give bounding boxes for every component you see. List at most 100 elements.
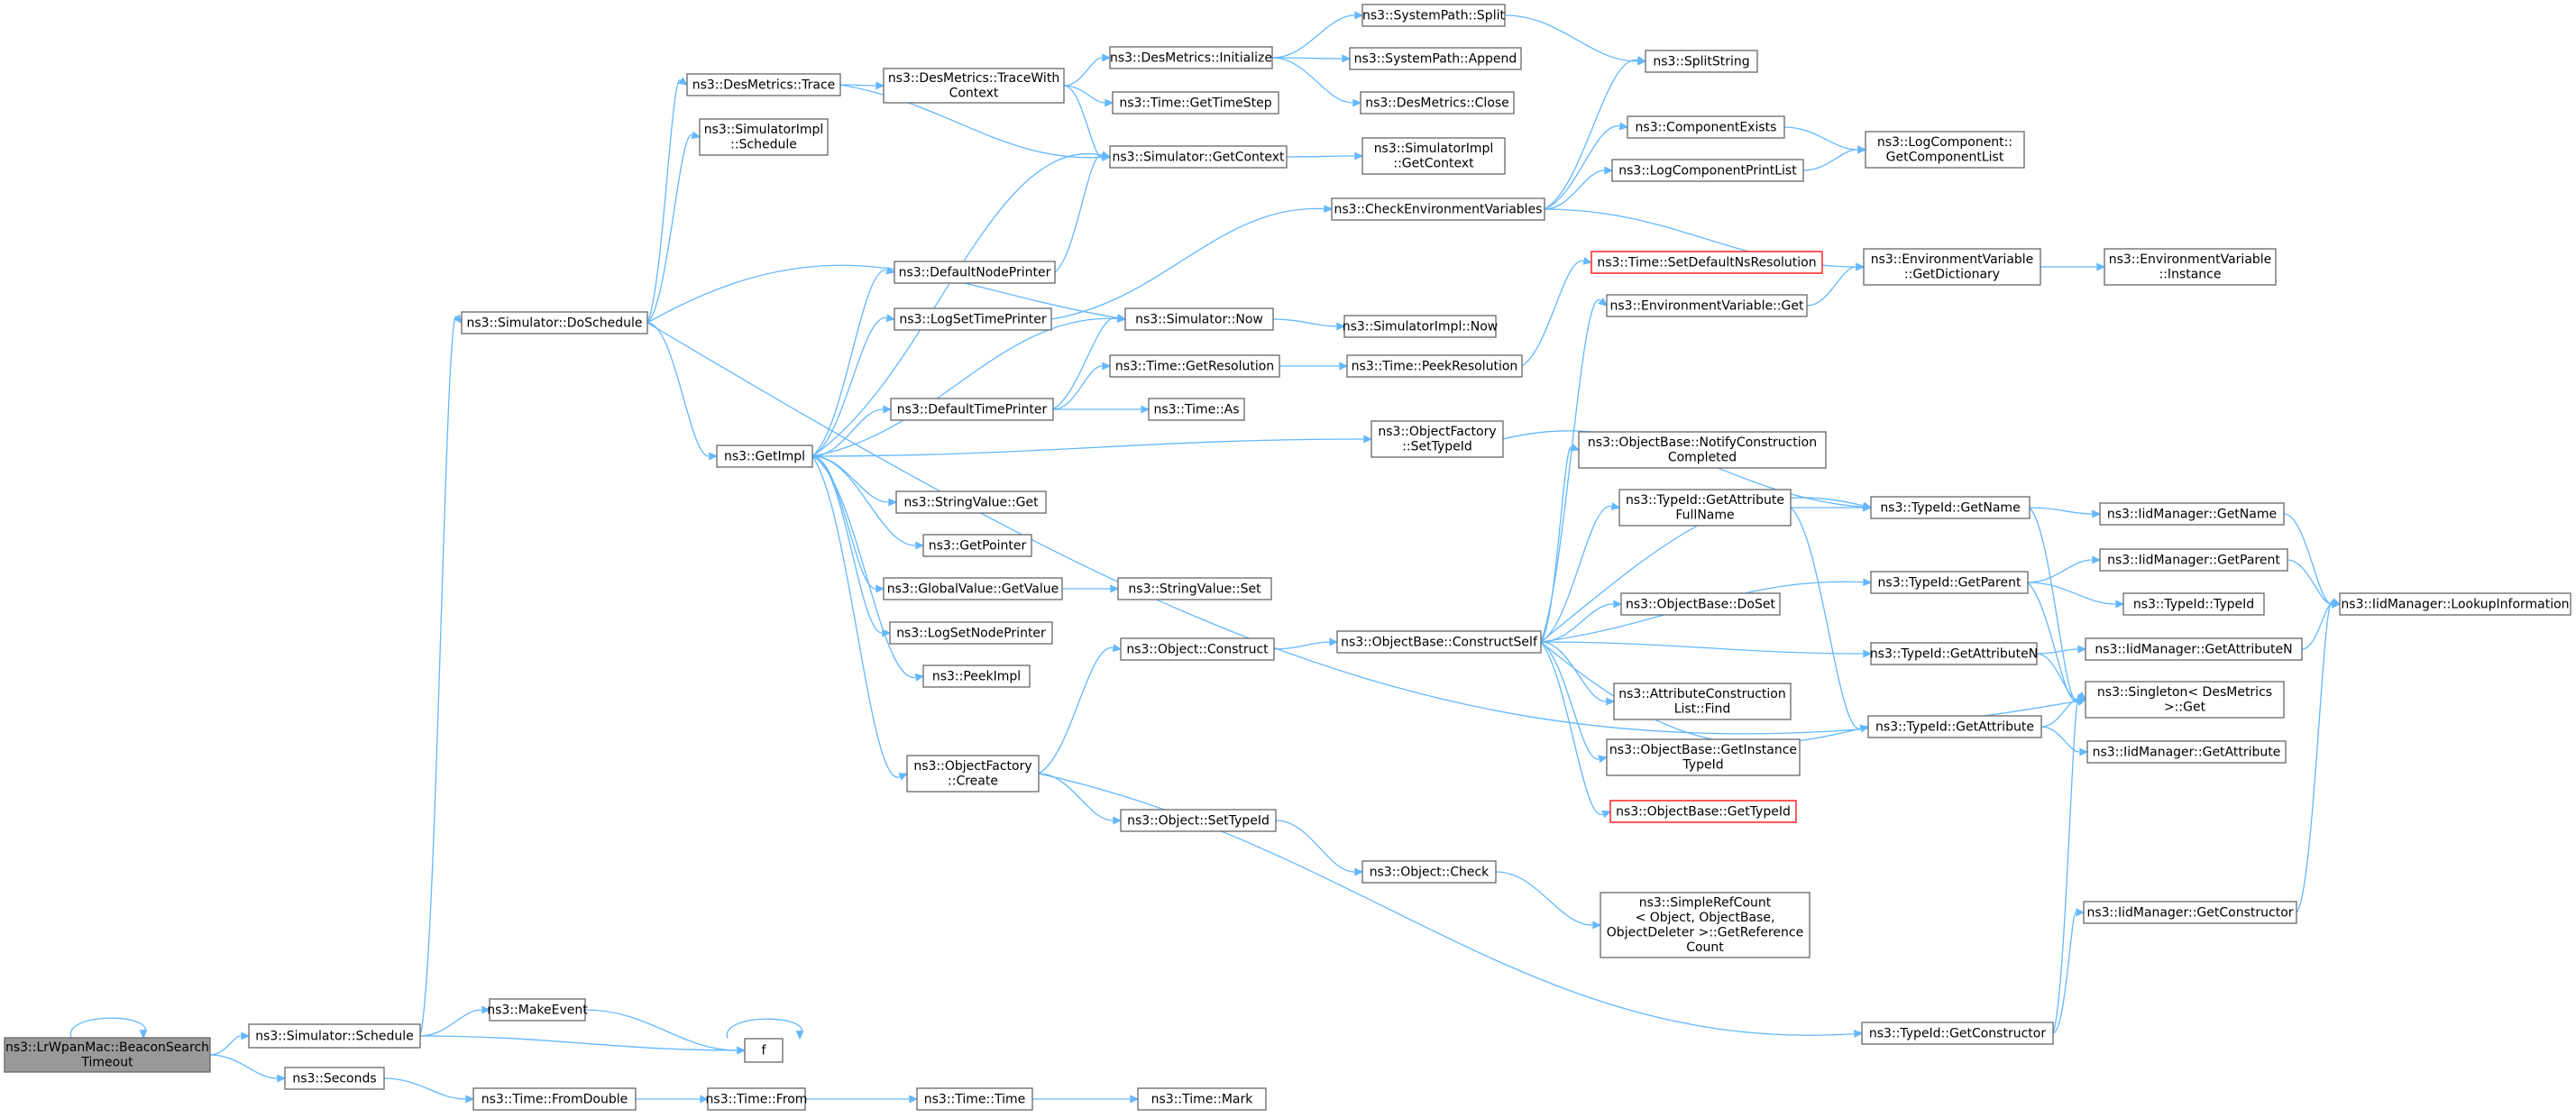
- node-iidgetctor[interactable]: ns3::IidManager::GetConstructor: [2083, 901, 2297, 924]
- node-spsplit[interactable]: ns3::SystemPath::Split: [1361, 4, 1506, 27]
- node-notifyconstr[interactable]: ns3::ObjectBase::NotifyConstructionCompl…: [1578, 431, 1827, 469]
- node-fromdouble[interactable]: ns3::Time::FromDouble: [472, 1087, 637, 1111]
- node-label: ns3::IidManager::GetName: [2107, 507, 2277, 521]
- node-checkenv[interactable]: ns3::CheckEnvironmentVariables: [1331, 197, 1545, 221]
- node-simplerefcount[interactable]: ns3::SimpleRefCount< Object, ObjectBase,…: [1600, 892, 1811, 958]
- node-simnow[interactable]: ns3::Simulator::Now: [1124, 307, 1274, 331]
- edge-iidgetctor-to-iidlookup: [2296, 598, 2342, 913]
- node-splitstring[interactable]: ns3::SplitString: [1645, 50, 1758, 73]
- node-from[interactable]: ns3::Time::From: [706, 1087, 808, 1111]
- node-box: [2122, 592, 2265, 616]
- arrowhead: [1336, 322, 1346, 331]
- node-envinstance[interactable]: ns3::EnvironmentVariable::Instance: [2104, 248, 2277, 286]
- arrowhead: [1363, 435, 1373, 444]
- node-label: ::Instance: [2159, 268, 2222, 282]
- edge-typeidgetparent-to-typeidtypeid: [2027, 582, 2125, 609]
- node-mark[interactable]: ns3::Time::Mark: [1137, 1087, 1267, 1111]
- edge-typeidgetparent-to-iidgetparent: [2027, 555, 2102, 583]
- edge-constructself-to-getinsttypeid: [1540, 641, 1609, 764]
- node-ofcreate[interactable]: ns3::ObjectFactory::Create: [906, 755, 1040, 793]
- node-getimpl[interactable]: ns3::GetImpl: [716, 444, 813, 468]
- node-setdefres[interactable]: ns3::Time::SetDefaultNsResolution: [1591, 251, 1823, 274]
- node-doschedule[interactable]: ns3::Simulator::DoSchedule: [461, 311, 648, 334]
- node-typeidgetattrn[interactable]: ns3::TypeId::GetAttributeN: [1870, 642, 2038, 665]
- edge-line: [419, 316, 457, 1037]
- node-gvgetvalue[interactable]: ns3::GlobalValue::GetValue: [883, 577, 1063, 600]
- edge-line: [726, 1018, 802, 1040]
- edge-line: [69, 1017, 146, 1039]
- node-peekresolution[interactable]: ns3::Time::PeekResolution: [1346, 354, 1523, 378]
- node-typeidtypeid[interactable]: ns3::TypeId::TypeId: [2122, 592, 2265, 616]
- edge-logcompprint-to-getcomplist: [1802, 145, 1867, 171]
- node-schedule[interactable]: ns3::Simulator::Schedule: [248, 1023, 421, 1049]
- edge-objcheck-to-simplerefcount: [1495, 871, 1602, 930]
- arrowhead: [909, 1095, 919, 1104]
- node-spappend[interactable]: ns3::SystemPath::Append: [1349, 47, 1522, 70]
- edge-line: [1544, 59, 1638, 210]
- node-makeevent[interactable]: ns3::MakeEvent: [487, 998, 588, 1022]
- node-seconds[interactable]: ns3::Seconds: [284, 1067, 385, 1090]
- node-box: [1331, 197, 1545, 221]
- node-compexists[interactable]: ns3::ComponentExists: [1627, 115, 1785, 139]
- node-getpointer[interactable]: ns3::GetPointer: [922, 534, 1032, 557]
- node-timeas[interactable]: ns3::Time::As: [1148, 398, 1245, 421]
- node-logcompprint[interactable]: ns3::LogComponentPrintList: [1611, 159, 1804, 182]
- node-constructself[interactable]: ns3::ObjectBase::ConstructSelf: [1336, 630, 1542, 654]
- node-typeidgetctor[interactable]: ns3::TypeId::GetConstructor: [1861, 1022, 2054, 1045]
- node-f[interactable]: f: [744, 1038, 784, 1063]
- node-getcomplist[interactable]: ns3::LogComponent::GetComponentList: [1865, 131, 2025, 169]
- node-iidgetname[interactable]: ns3::IidManager::GetName: [2099, 502, 2285, 526]
- node-typeidgetattr[interactable]: ns3::TypeId::GetAttribute: [1867, 715, 2042, 738]
- arrowhead: [2096, 262, 2106, 271]
- node-ofsettypeid[interactable]: ns3::ObjectFactory::SetTypeId: [1371, 420, 1504, 458]
- node-logsettimeprinter[interactable]: ns3::LogSetTimePrinter: [894, 307, 1052, 331]
- node-simimplnow[interactable]: ns3::SimulatorImpl::Now: [1343, 315, 1499, 338]
- node-getcontext[interactable]: ns3::Simulator::GetContext: [1109, 145, 1288, 169]
- arrowhead: [1101, 151, 1112, 160]
- node-objsettypeid[interactable]: ns3::Object::SetTypeId: [1120, 809, 1277, 832]
- node-dosetob[interactable]: ns3::ObjectBase::DoSet: [1620, 592, 1781, 616]
- edge-line: [646, 322, 2078, 735]
- node-box: [1627, 115, 1785, 139]
- node-iidgetattrn[interactable]: ns3::IidManager::GetAttributeN: [2085, 637, 2303, 661]
- node-envgetdict[interactable]: ns3::EnvironmentVariable::GetDictionary: [1863, 248, 2041, 286]
- arrowhead: [241, 1031, 251, 1040]
- arrowhead: [888, 498, 898, 507]
- node-logsetnodeprinter[interactable]: ns3::LogSetNodePrinter: [889, 621, 1053, 645]
- node-gettimestep[interactable]: ns3::Time::GetTimeStep: [1112, 91, 1279, 115]
- node-stringvalueget[interactable]: ns3::StringValue::Get: [895, 490, 1047, 514]
- node-objcheck[interactable]: ns3::Object::Check: [1361, 860, 1497, 884]
- node-obgettypeid[interactable]: ns3::ObjectBase::GetTypeId: [1609, 800, 1797, 823]
- edge-line: [811, 455, 916, 546]
- node-iidgetparent[interactable]: ns3::IidManager::GetParent: [2099, 548, 2288, 572]
- node-simimplschedule[interactable]: ns3::SimulatorImpl::Schedule: [699, 118, 829, 156]
- arrowhead: [2076, 908, 2086, 917]
- node-getresolution[interactable]: ns3::Time::GetResolution: [1109, 354, 1280, 378]
- node-stringvalueset[interactable]: ns3::StringValue::Set: [1117, 577, 1272, 600]
- node-deftimeprinter[interactable]: ns3::DefaultTimePrinter: [890, 398, 1054, 421]
- node-desmtrace[interactable]: ns3::DesMetrics::Trace: [686, 73, 841, 96]
- node-simimplgetctx[interactable]: ns3::SimulatorImpl::GetContext: [1361, 137, 1506, 175]
- node-iidlookup[interactable]: ns3::IidManager::LookupInformation: [2339, 592, 2571, 616]
- node-typeidgetparent[interactable]: ns3::TypeId::GetParent: [1870, 571, 2029, 594]
- node-typeidgetname[interactable]: ns3::TypeId::GetName: [1870, 496, 2031, 519]
- node-defnodeprinter[interactable]: ns3::DefaultNodePrinter: [894, 261, 1056, 284]
- node-box: [1578, 431, 1827, 469]
- arrowhead: [139, 1030, 148, 1040]
- node-objconstruct[interactable]: ns3::Object::Construct: [1120, 637, 1275, 661]
- node-box: [744, 1038, 784, 1063]
- node-desclose[interactable]: ns3::DesMetrics::Close: [1360, 91, 1515, 115]
- edge-line: [2283, 513, 2333, 605]
- arrowhead: [2331, 598, 2342, 606]
- node-singleton[interactable]: ns3::Singleton< DesMetrics>::Get: [2085, 681, 2285, 719]
- node-peekimpl[interactable]: ns3::PeekImpl: [922, 664, 1031, 688]
- edge-line: [1540, 641, 1607, 702]
- node-envget[interactable]: ns3::EnvironmentVariable::Get: [1606, 294, 1808, 317]
- node-desinit[interactable]: ns3::DesMetrics::Initialize: [1109, 46, 1273, 69]
- node-timetime[interactable]: ns3::Time::Time: [916, 1087, 1033, 1111]
- node-iidgetattr[interactable]: ns3::IidManager::GetAttribute: [2086, 740, 2287, 764]
